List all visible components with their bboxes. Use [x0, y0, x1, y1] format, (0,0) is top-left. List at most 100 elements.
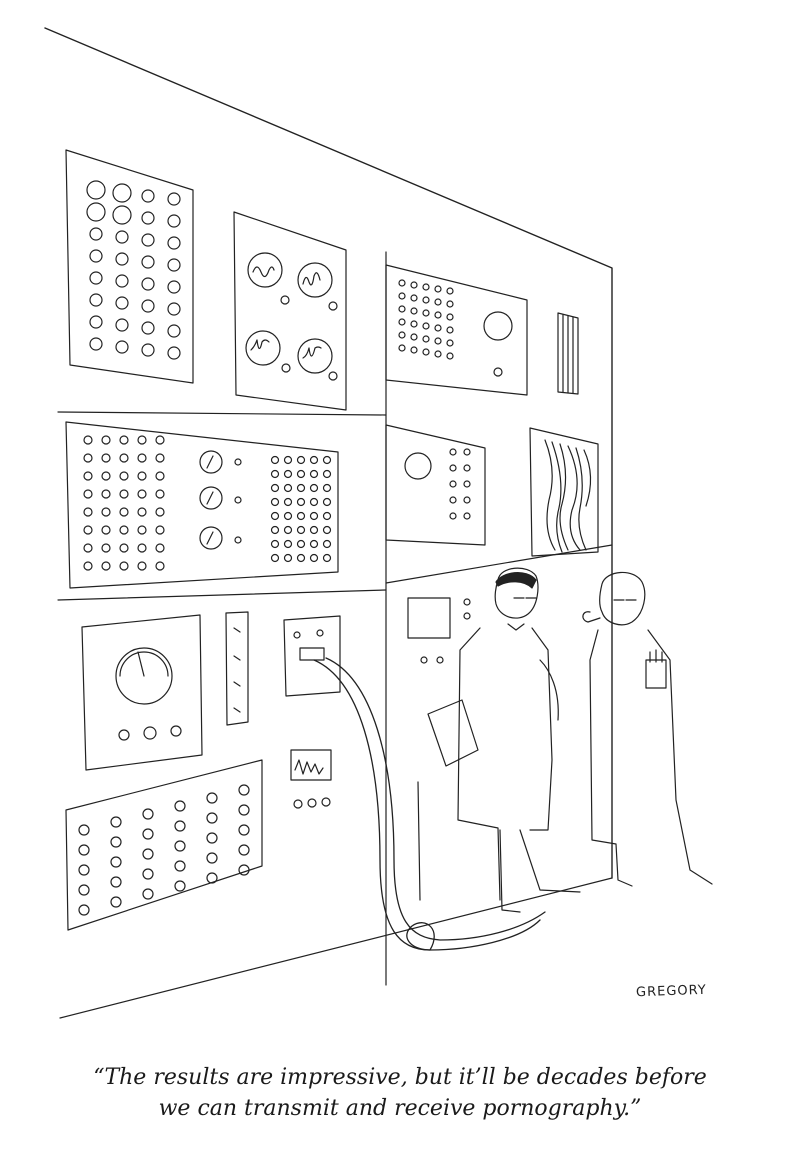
knob-icon: [410, 281, 418, 289]
rotary-dial-panel: [65, 421, 339, 589]
knob-icon: [115, 318, 129, 332]
knob-icon: [296, 483, 306, 493]
knob-icon: [283, 539, 293, 549]
waveform-display: [290, 749, 332, 809]
knob-icon: [174, 860, 186, 872]
knob-icon: [110, 836, 122, 848]
knob-icon: [89, 293, 103, 307]
knob-icon: [83, 489, 93, 499]
knob-icon: [142, 848, 154, 860]
paper-tape-ribbon: [313, 657, 546, 951]
knob-icon: [155, 561, 165, 571]
knob-icon: [449, 480, 457, 488]
knob-icon: [101, 453, 111, 463]
knob-icon: [115, 340, 129, 354]
knob-icon: [89, 227, 103, 241]
knob-icon: [167, 214, 181, 228]
knob-icon: [89, 315, 103, 329]
knob-icon: [83, 435, 93, 445]
knob-icon: [398, 331, 406, 339]
knob-icon: [142, 828, 154, 840]
knob-icon: [137, 453, 147, 463]
knob-icon: [174, 840, 186, 852]
cartoon-caption: “The results are impressive, but it’ll b…: [0, 1062, 800, 1124]
knob-icon: [141, 189, 155, 203]
knob-icon: [446, 352, 454, 360]
knob-icon: [110, 856, 122, 868]
knob-icon: [110, 816, 122, 828]
knob-icon: [119, 453, 129, 463]
knob-icon: [142, 888, 154, 900]
knob-icon: [322, 553, 332, 563]
knob-icon: [89, 337, 103, 351]
knob-icon: [137, 471, 147, 481]
knob-icon: [86, 180, 106, 200]
knob-icon: [309, 455, 319, 465]
tape-output-slot: [283, 615, 341, 697]
computer-wall: [44, 27, 613, 1019]
knob-icon: [78, 884, 90, 896]
knob-icon: [137, 507, 147, 517]
knob-icon: [422, 283, 430, 291]
knob-icon: [167, 258, 181, 272]
knob-icon: [112, 183, 132, 203]
knob-icon: [238, 844, 250, 856]
knob-icon: [83, 561, 93, 571]
knob-icon: [78, 824, 90, 836]
knob-icon: [270, 525, 280, 535]
knob-icon: [463, 512, 471, 520]
knob-icon: [283, 525, 293, 535]
knob-icon: [309, 469, 319, 479]
knob-icon: [422, 348, 430, 356]
knob-icon: [422, 309, 430, 317]
knob-icon: [119, 507, 129, 517]
knob-icon: [206, 812, 218, 824]
knob-icon: [449, 448, 457, 456]
knob-icon: [101, 435, 111, 445]
knob-icon: [434, 350, 442, 358]
knob-icon: [174, 800, 186, 812]
knob-icon: [449, 464, 457, 472]
knob-icon: [110, 876, 122, 888]
knob-icon: [322, 483, 332, 493]
knob-icon: [119, 543, 129, 553]
knob-icon: [410, 294, 418, 302]
knob-icon: [141, 233, 155, 247]
knob-icon: [141, 299, 155, 313]
knob-icon: [434, 337, 442, 345]
knob-icon: [167, 302, 181, 316]
knob-icon: [238, 864, 250, 876]
knob-icon: [101, 489, 111, 499]
knob-icon: [463, 480, 471, 488]
knob-icon: [167, 346, 181, 360]
knob-icon: [422, 322, 430, 330]
knob-icon: [434, 311, 442, 319]
knob-icon: [137, 489, 147, 499]
knob-icon: [398, 279, 406, 287]
knob-icon: [141, 211, 155, 225]
knob-icon: [141, 277, 155, 291]
oscilloscope-panel: [233, 211, 347, 411]
knob-icon: [309, 539, 319, 549]
knob-icon: [309, 553, 319, 563]
scientist-left-figure: [427, 567, 581, 913]
knob-icon: [322, 469, 332, 479]
knob-icon: [283, 497, 293, 507]
knob-icon: [398, 305, 406, 313]
knob-icon: [283, 469, 293, 479]
knob-icon: [398, 292, 406, 300]
knob-icon: [434, 324, 442, 332]
knob-icon: [238, 824, 250, 836]
small-scope-panel: [385, 424, 486, 546]
knob-icon: [422, 296, 430, 304]
knob-icon: [83, 507, 93, 517]
knob-icon: [89, 249, 103, 263]
gauge-panel: [81, 614, 203, 771]
knob-icon: [141, 321, 155, 335]
knob-icon: [83, 471, 93, 481]
knob-icon: [446, 287, 454, 295]
knob-icon: [434, 298, 442, 306]
knob-icon: [463, 464, 471, 472]
knob-icon: [167, 236, 181, 250]
knob-icon: [283, 553, 293, 563]
